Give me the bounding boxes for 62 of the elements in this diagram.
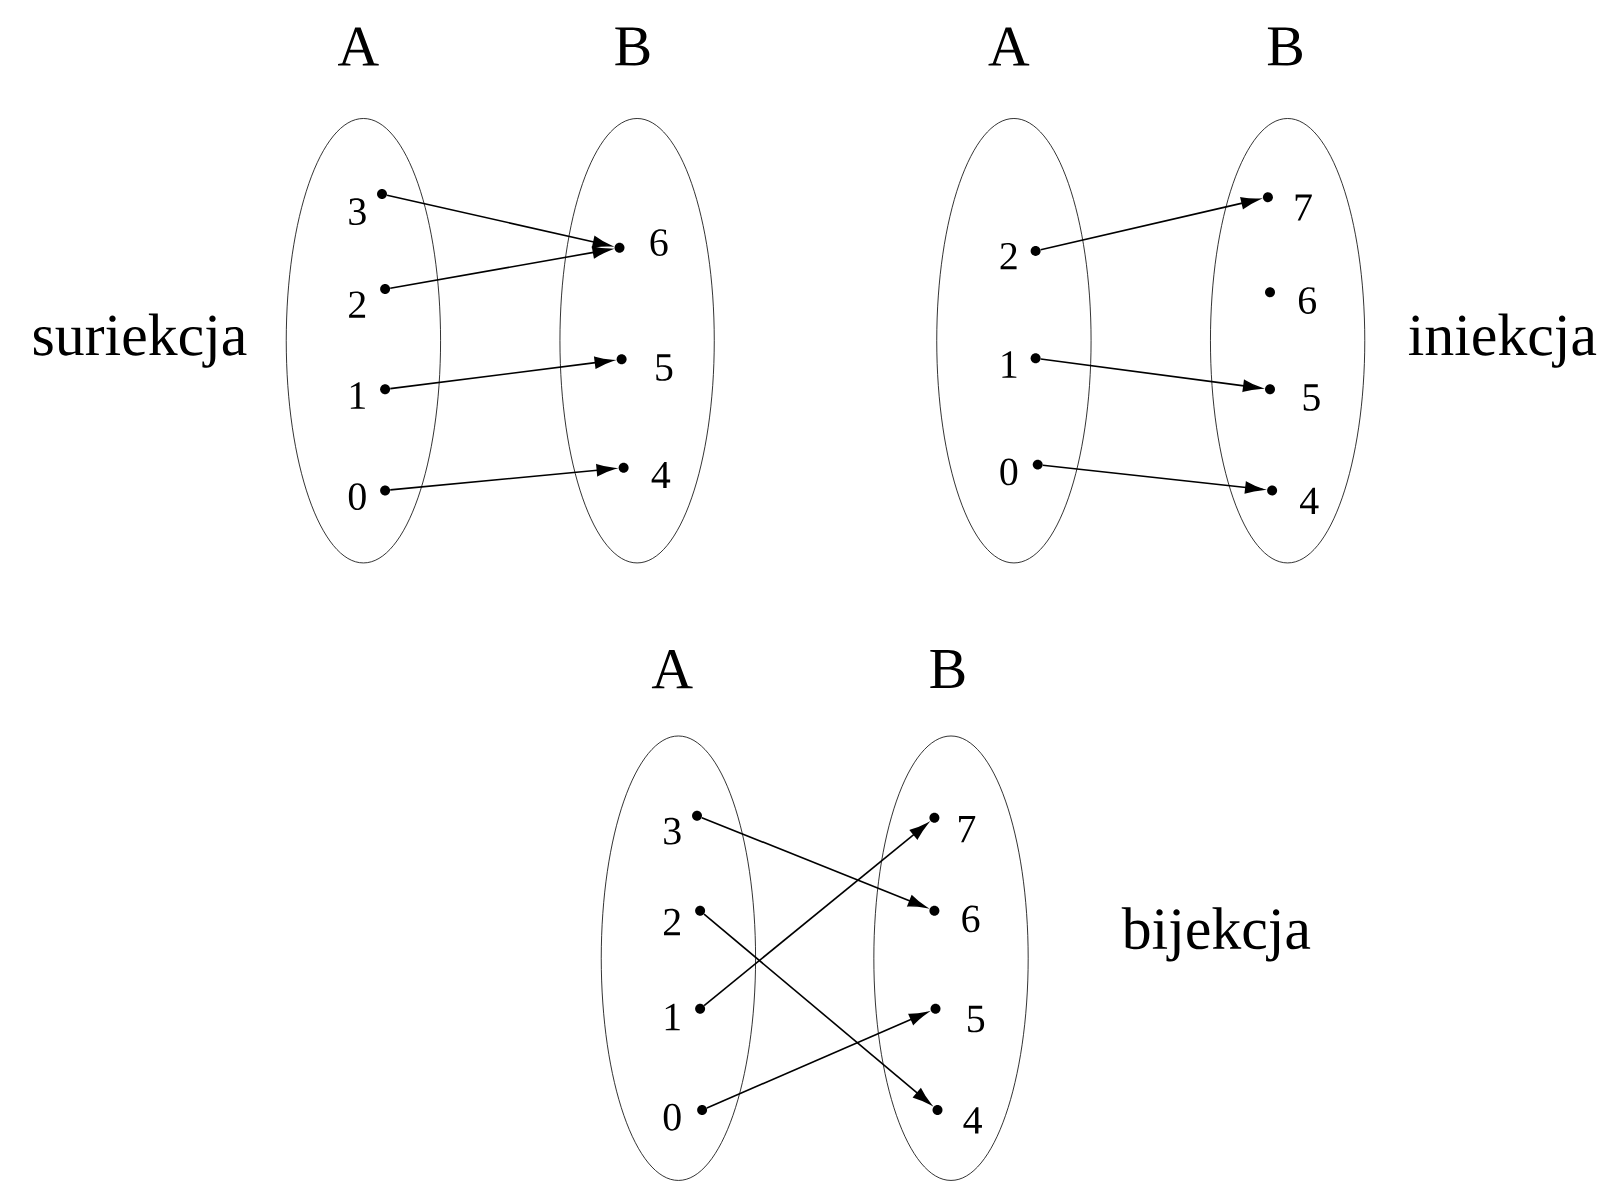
node-label: 7	[959, 816, 976, 843]
element-point: 7	[1262, 192, 1312, 221]
node-label: 4	[1300, 487, 1319, 514]
node-label: 3	[664, 817, 681, 845]
element-point: 3	[349, 189, 387, 226]
element-point: 2	[1000, 242, 1041, 270]
arrow	[706, 1011, 928, 1109]
node-label: 5	[968, 1005, 985, 1033]
element-point: 1	[350, 382, 391, 409]
node-label: 7	[1295, 194, 1312, 221]
node-label: 2	[664, 908, 680, 936]
node-label: A	[651, 650, 693, 689]
node-label: A	[988, 27, 1030, 66]
element-point: 2	[349, 284, 391, 318]
element-point: 5	[616, 354, 673, 381]
node-label: B	[1267, 27, 1302, 66]
node-label: 1	[1002, 351, 1017, 378]
function-type-label: iniekcja	[1408, 313, 1597, 368]
node-label: 4	[651, 461, 671, 489]
element-point: 6	[929, 905, 980, 933]
node-label: 2	[349, 291, 366, 318]
arrow	[701, 816, 927, 909]
node-label: 6	[1298, 287, 1316, 314]
element-point: 2	[664, 905, 706, 936]
node-label: A	[338, 27, 379, 66]
node-label: 6	[962, 905, 980, 933]
element-point: 6	[614, 229, 668, 256]
element-point: 1	[1002, 351, 1041, 378]
node-label: 4	[963, 1107, 982, 1134]
element-point: 6	[1265, 287, 1316, 314]
arrow	[386, 194, 612, 248]
arrow	[703, 913, 932, 1105]
node-label: 3	[349, 198, 366, 226]
element-point: 1	[665, 1003, 706, 1031]
element-point: 4	[1267, 485, 1319, 514]
arrow	[389, 464, 616, 491]
node-label: 1	[350, 382, 365, 409]
node-label: 5	[656, 354, 673, 381]
node-label: 5	[1303, 384, 1320, 411]
element-point: 4	[618, 461, 671, 489]
node-label: B	[615, 27, 650, 66]
node-label: B	[930, 650, 965, 689]
element-point: 5	[1265, 384, 1320, 411]
node-label: 0	[348, 483, 366, 511]
element-point: 4	[932, 1105, 982, 1134]
element-point: 7	[929, 812, 976, 843]
element-point: 0	[663, 1103, 708, 1131]
element-point: 3	[664, 810, 702, 845]
node-label: 6	[650, 229, 668, 256]
node-label: 2	[1000, 242, 1017, 270]
arrow	[389, 356, 614, 390]
element-point: 0	[348, 483, 391, 511]
element-point: 5	[930, 1003, 985, 1033]
element-point: 0	[1000, 458, 1043, 486]
node-label: 1	[665, 1003, 680, 1031]
arrow	[1042, 464, 1264, 494]
arrow	[703, 822, 928, 1007]
node-label: 0	[663, 1103, 681, 1131]
function-type-label: bijekcja	[1121, 907, 1311, 962]
function-type-label: suriekcja	[34, 313, 247, 368]
node-label: 0	[1000, 458, 1018, 486]
arrow	[389, 246, 612, 289]
